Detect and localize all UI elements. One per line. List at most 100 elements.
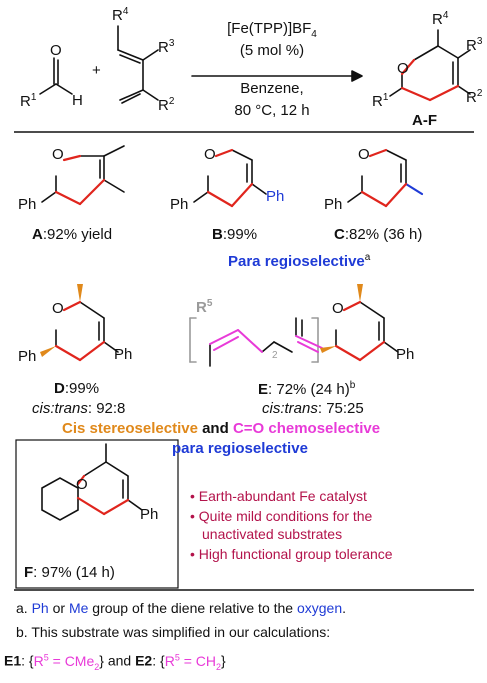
d-ratio: cis:trans: 92:8 — [32, 400, 126, 417]
e-ph: Ph — [396, 346, 415, 363]
product-ring-bond-2 — [437, 45, 459, 59]
d-wedge-ph — [40, 346, 56, 357]
d-oxygen: O — [52, 300, 64, 317]
c-ph: Ph — [324, 196, 343, 213]
product-r2-bond — [457, 85, 471, 95]
e-caption: E: 72% (24 h)b — [258, 380, 356, 398]
d-ph-left: Ph — [18, 348, 37, 365]
e-chain-1 — [261, 341, 275, 353]
product-label: A-F — [412, 112, 437, 129]
e-olefin-1 — [209, 329, 239, 345]
a-methyl-1 — [103, 145, 125, 157]
b-new-bond-2 — [230, 182, 254, 208]
b-oxygen: O — [204, 146, 216, 163]
c-oxygen: O — [358, 146, 370, 163]
c-new-bond-2 — [384, 182, 408, 208]
e-new-co — [342, 300, 362, 312]
c-ring-top — [385, 149, 407, 161]
catalyst-label: [Fe(TPP)]BF4 — [227, 20, 317, 40]
product-new-co-bond — [400, 58, 416, 76]
diene-double-2 — [119, 89, 144, 101]
e-diene-1 — [295, 335, 323, 349]
bullet-fg-tolerance: • High functional group tolerance — [190, 546, 393, 562]
aldehyde-h-bond — [55, 83, 73, 95]
f-ph: Ph — [140, 506, 159, 523]
b-caption: B:99% — [212, 226, 258, 243]
diene-double-1b — [119, 54, 141, 64]
e-diene-1b — [297, 341, 319, 353]
plus-sign: + — [92, 62, 101, 79]
footnote-e1-e2: E1: {R5 = CMe2} and E2: {R5 = CH2} — [4, 652, 226, 672]
e-r5-label: R5 — [196, 298, 213, 316]
diene-r2: R2 — [158, 96, 175, 114]
d-new-bond-2 — [78, 340, 106, 362]
product-r1: R1 — [372, 92, 389, 110]
product-ring-bond — [413, 45, 439, 61]
e-new-bond-2 — [358, 340, 386, 362]
conditions-label: 80 °C, 12 h — [234, 102, 310, 119]
d-wedge-methyl — [77, 284, 83, 302]
aldehyde-oxygen: O — [50, 42, 62, 59]
f-oxygen: O — [76, 476, 88, 493]
f-new-co — [76, 474, 86, 486]
product-r2: R2 — [466, 88, 483, 106]
d-new-bond-1 — [54, 344, 82, 362]
b-ph-right: Ph — [266, 188, 285, 205]
diene-r4: R4 — [112, 6, 129, 24]
b-phl-bond — [193, 191, 209, 203]
e-new-bond-1 — [334, 344, 362, 362]
e-olefin-1b — [213, 336, 239, 351]
f-ring-top — [83, 461, 107, 477]
b-new-co — [214, 148, 234, 158]
a-new-bond-2 — [78, 178, 106, 206]
c-ph-bond — [347, 191, 363, 203]
d-ring-top — [79, 301, 105, 319]
b-ph-left: Ph — [170, 196, 189, 213]
bullet-mild-conditions: • Quite mild conditions for the — [190, 508, 373, 524]
c-new-bond-1 — [360, 190, 388, 208]
para-regioselective-line: para regioselective — [172, 440, 308, 457]
f-cyclohexane — [41, 477, 79, 521]
product-r4: R4 — [432, 10, 449, 28]
diene-r3: R3 — [158, 38, 175, 56]
a-ph: Ph — [18, 196, 37, 213]
f-ring-c — [105, 461, 129, 477]
d-ph-right: Ph — [114, 346, 133, 363]
e-oxygen: O — [332, 300, 344, 317]
f-ph-bond — [127, 499, 143, 511]
diene-double-2b — [121, 93, 141, 104]
product-r1-bond — [389, 87, 403, 97]
a-methyl-2 — [103, 179, 125, 193]
aldehyde-r1-bond — [39, 83, 57, 95]
e-olefin-2 — [237, 329, 263, 353]
catalyst-loading: (5 mol %) — [239, 42, 305, 59]
bullet-fe-catalyst: • Earth-abundant Fe catalyst — [190, 488, 367, 504]
f-new-bond-1 — [76, 496, 106, 516]
a-new-co — [62, 154, 82, 162]
e-ratio: cis:trans: 75:25 — [262, 400, 364, 417]
footnote-b: b. This substrate was simplified in our … — [16, 624, 331, 640]
product-new-bond-2 — [428, 84, 460, 102]
b-ph-bond — [251, 183, 267, 195]
d-caption: D:99% — [54, 380, 100, 397]
diene-r2-bond — [142, 89, 159, 101]
a-oxygen: O — [52, 146, 64, 163]
d-new-co — [62, 300, 82, 312]
footnote-a: a. Ph or Me group of the diene relative … — [16, 600, 347, 616]
e-wedge-methyl — [357, 284, 363, 302]
product-new-bond-1 — [400, 86, 432, 102]
para-regioselective-note: Para regioselectivea — [228, 252, 371, 270]
f-caption: F: 97% (14 h) — [24, 564, 115, 581]
e-ph-bond — [383, 341, 399, 353]
aldehyde-h: H — [72, 92, 83, 109]
selectivity-line: Cis stereoselective and C=O chemoselecti… — [62, 420, 381, 437]
c-caption: C:82% (36 h) — [334, 226, 423, 243]
e-ring-top — [359, 301, 385, 319]
product-r3: R3 — [466, 36, 483, 54]
reaction-arrow-head — [351, 70, 363, 82]
diene-double-1 — [117, 49, 144, 61]
a-ph-bond — [41, 191, 57, 203]
a-caption: A:92% yield — [32, 226, 113, 243]
c-new-co — [368, 148, 388, 158]
f-box — [15, 439, 179, 589]
